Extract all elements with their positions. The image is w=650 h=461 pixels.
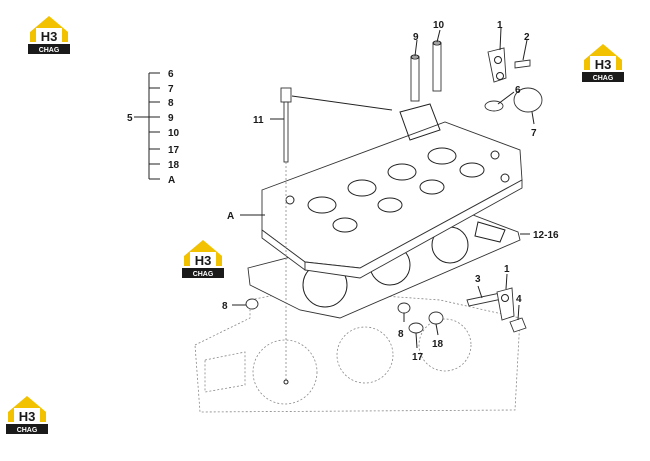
legend-item: 6 xyxy=(168,69,174,80)
legend-item: 18 xyxy=(168,160,180,171)
cylinder-head xyxy=(261,103,523,279)
callout-3: 3 xyxy=(475,274,481,285)
logo-sub-text: CHAG xyxy=(193,271,214,278)
seal-18 xyxy=(428,311,444,325)
engine-block xyxy=(194,289,521,413)
legend-group-label: 5 xyxy=(127,113,133,124)
callout-4: 4 xyxy=(516,294,522,305)
legend-item: 7 xyxy=(168,84,174,95)
legend-item: 17 xyxy=(168,145,180,156)
seal-17 xyxy=(408,322,424,334)
callout-11: 11 xyxy=(253,115,264,126)
legend-bracket xyxy=(134,72,160,180)
nut-4 xyxy=(509,317,527,333)
callout-1-top: 1 xyxy=(497,20,503,31)
callout-6-right: 6 xyxy=(515,85,521,96)
legend-item: 10 xyxy=(168,128,180,139)
logo-main-text: H3 xyxy=(41,29,58,44)
callout-8-left: 8 xyxy=(222,301,228,312)
dowel-8-left xyxy=(245,298,259,310)
callout-9: 9 xyxy=(413,32,419,43)
logo-sub-text: CHAG xyxy=(593,75,614,82)
callout-12-16: 12-16 xyxy=(533,230,559,241)
logo-sub-text: CHAG xyxy=(17,427,38,434)
callout-10: 10 xyxy=(433,20,445,31)
brand-logo-bottom-left: H3 CHAG xyxy=(4,392,50,436)
callout-1-bottom: 1 xyxy=(504,264,510,275)
callout-18: 18 xyxy=(432,339,444,350)
lifting-eye-top xyxy=(487,47,507,83)
brand-logo-center: H3 CHAG xyxy=(180,236,226,280)
legend-item: 8 xyxy=(168,98,174,109)
stud-3 xyxy=(466,292,503,307)
bolt-2 xyxy=(514,59,531,69)
callout-2: 2 xyxy=(524,32,530,43)
legend-item: 9 xyxy=(168,113,174,124)
callout-7-right: 7 xyxy=(531,128,537,139)
brand-logo-top-left: H3 CHAG xyxy=(26,12,72,56)
callout-8-center: 8 xyxy=(398,329,404,340)
logo-main-text: H3 xyxy=(595,57,612,72)
dowel-8-center xyxy=(397,302,411,314)
logo-sub-text: CHAG xyxy=(39,47,60,54)
callout-17: 17 xyxy=(412,352,424,363)
callout-A: A xyxy=(227,211,234,222)
logo-main-text: H3 xyxy=(19,409,36,424)
plug-7 xyxy=(513,87,543,113)
lifting-eye-bottom xyxy=(496,287,515,321)
leader-lines xyxy=(232,27,535,349)
brand-logo-top-right: H3 CHAG xyxy=(580,40,626,84)
head-bolt-11 xyxy=(280,87,292,385)
logo-main-text: H3 xyxy=(195,253,212,268)
legend-item: A xyxy=(168,175,175,186)
